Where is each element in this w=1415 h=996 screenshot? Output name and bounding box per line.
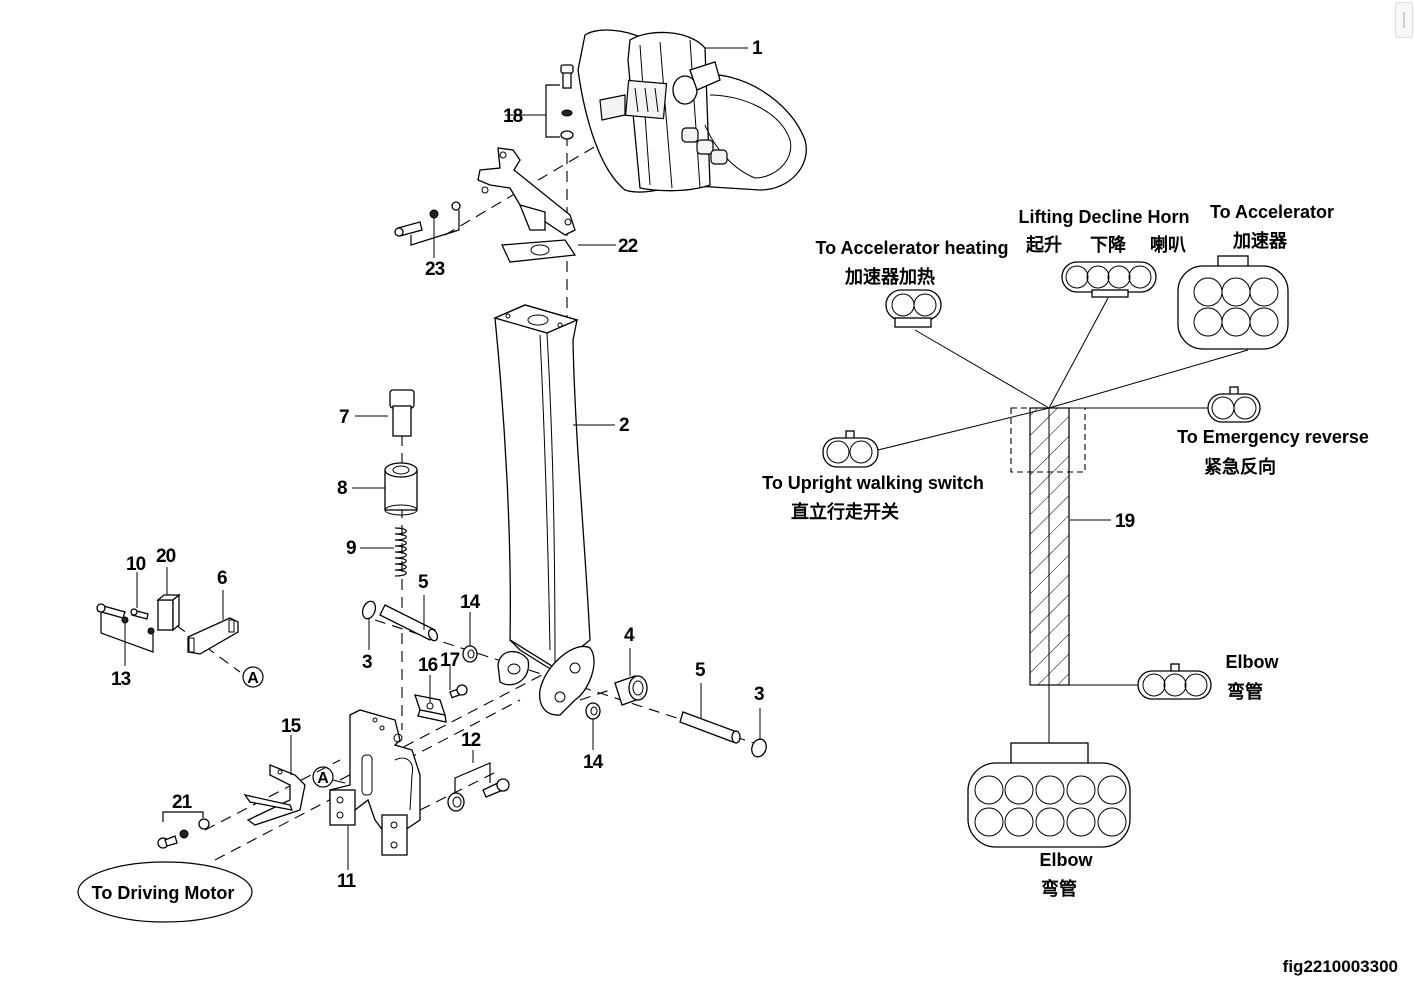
callout-2: 2: [619, 415, 629, 436]
bolt-washer-set-12[interactable]: [447, 762, 510, 812]
svg-text:To Emergency reverse: To Emergency reverse: [1177, 427, 1369, 447]
svg-text:Elbow: Elbow: [1226, 652, 1280, 672]
svg-text:To Accelerator heating: To Accelerator heating: [815, 238, 1008, 258]
switch-plate-6[interactable]: [187, 617, 239, 655]
callout-18: 18: [503, 106, 523, 127]
base-bracket-11[interactable]: [329, 709, 421, 856]
bolt-washer-set-21[interactable]: [157, 811, 210, 849]
callout-3a: 3: [362, 652, 372, 673]
connector-emergency-reverse[interactable]: To Emergency reverse 紧急反向: [1177, 386, 1369, 478]
snap-ring-left[interactable]: [360, 599, 377, 620]
reference-mark-a1: A: [242, 666, 264, 688]
callout-15: 15: [281, 716, 302, 737]
svg-text:下降: 下降: [1090, 234, 1127, 256]
svg-text:紧急反向: 紧急反向: [1204, 456, 1276, 478]
svg-text:A: A: [247, 670, 259, 687]
scroll-handle-icon: [1403, 12, 1405, 28]
driving-motor-bubble: To Driving Motor: [77, 861, 253, 923]
scroll-handle[interactable]: [1395, 2, 1413, 38]
svg-text:加速器: 加速器: [1232, 230, 1288, 252]
callout-8: 8: [337, 478, 347, 499]
connector-elbow-small[interactable]: Elbow 弯管: [1137, 652, 1280, 703]
svg-text:弯管: 弯管: [1041, 878, 1077, 900]
wire-harness-19[interactable]: [877, 297, 1249, 745]
svg-text:Elbow: Elbow: [1040, 850, 1094, 870]
stop-block-16[interactable]: [414, 694, 447, 723]
spring-part-9[interactable]: [394, 527, 407, 577]
svg-text:To Accelerator: To Accelerator: [1210, 202, 1334, 222]
callout-16: 16: [418, 655, 438, 676]
callout-19: 19: [1115, 511, 1135, 532]
svg-text:弯管: 弯管: [1227, 681, 1263, 703]
callout-14b: 14: [583, 752, 604, 773]
connector-lift-decline-horn[interactable]: Lifting Decline Horn 起升 下降 喇叭: [1019, 207, 1190, 298]
handle-mount-part[interactable]: [477, 147, 577, 263]
callout-12: 12: [461, 730, 481, 751]
callout-9: 9: [346, 538, 356, 559]
bolt-part-7[interactable]: [389, 389, 415, 437]
connector-accel-heating[interactable]: To Accelerator heating 加速器加热: [815, 238, 1009, 328]
callout-22: 22: [618, 236, 638, 257]
pin-right[interactable]: [679, 711, 741, 744]
bolt-washer-set-18[interactable]: [545, 64, 574, 140]
snap-ring-right[interactable]: [749, 737, 768, 759]
bushing-upper[interactable]: [462, 645, 478, 663]
svg-text:A: A: [317, 770, 329, 787]
handle-head-part[interactable]: [577, 29, 807, 193]
callouts: 1 2 3 3 4 5 5 6 7 8 9 10 11 12 13 14 14: [111, 38, 1136, 892]
svg-text:To Upright walking switch: To Upright walking switch: [762, 473, 984, 493]
callout-7: 7: [339, 407, 349, 428]
svg-text:Lifting Decline Horn: Lifting Decline Horn: [1019, 207, 1190, 227]
callout-3b: 3: [754, 684, 764, 705]
screws-10-13[interactable]: [96, 603, 155, 653]
callout-13: 13: [111, 669, 131, 690]
svg-text:加速器加热: 加速器加热: [844, 266, 935, 288]
callout-23: 23: [425, 259, 445, 280]
callout-10: 10: [126, 554, 146, 575]
connector-elbow-large[interactable]: Elbow 弯管: [967, 742, 1131, 900]
switch-part-20[interactable]: [156, 593, 181, 632]
bushing-part-4[interactable]: [614, 675, 648, 706]
svg-text:直立行走开关: 直立行走开关: [791, 501, 899, 523]
bolt-washer-set-23[interactable]: [394, 201, 461, 246]
figure-id: fig2210003300: [1283, 957, 1398, 976]
bracket-15[interactable]: [243, 764, 306, 826]
callout-11: 11: [337, 871, 357, 892]
callout-17: 17: [440, 650, 460, 671]
connector-accelerator[interactable]: To Accelerator 加速器: [1177, 202, 1334, 350]
callout-21: 21: [172, 792, 193, 813]
callout-5b: 5: [695, 660, 706, 681]
callout-14a: 14: [460, 592, 481, 613]
sleeve-part-8[interactable]: [384, 462, 418, 516]
callout-20: 20: [156, 546, 176, 567]
bushing-lower[interactable]: [585, 702, 601, 720]
callout-4: 4: [624, 625, 635, 646]
callout-1: 1: [752, 38, 763, 59]
reference-mark-a2: A: [312, 766, 346, 788]
pin-left[interactable]: [379, 604, 439, 642]
connector-upright-walking[interactable]: To Upright walking switch 直立行走开关: [762, 430, 984, 523]
svg-text:喇叭: 喇叭: [1150, 235, 1186, 256]
svg-text:起升: 起升: [1025, 234, 1062, 256]
callout-6: 6: [217, 568, 227, 589]
tiller-arm-part[interactable]: [493, 304, 595, 716]
svg-text:To Driving Motor: To Driving Motor: [92, 883, 235, 903]
callout-5a: 5: [418, 572, 429, 593]
screw-17[interactable]: [449, 684, 468, 699]
